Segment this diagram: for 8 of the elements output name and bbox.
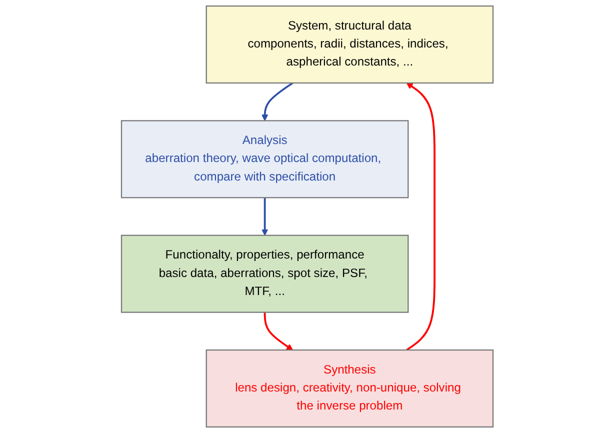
node-box: Synthesis lens design, creativity, non-unique, solving the inverse problem [206, 349, 494, 428]
node-box: System, structural data components, radii, distances, indices, aspherical constants, ... [206, 5, 494, 84]
arrow [264, 312, 294, 350]
arrow [262, 82, 294, 121]
arrow [406, 82, 436, 351]
arrow [262, 198, 268, 236]
node-box: Functionalty, properties, performance basic data, aberrations, spot size, PSF, MTF, ... [121, 234, 409, 313]
node-box: Analysis aberration theory, wave optical computation, compare with specification [121, 120, 409, 198]
